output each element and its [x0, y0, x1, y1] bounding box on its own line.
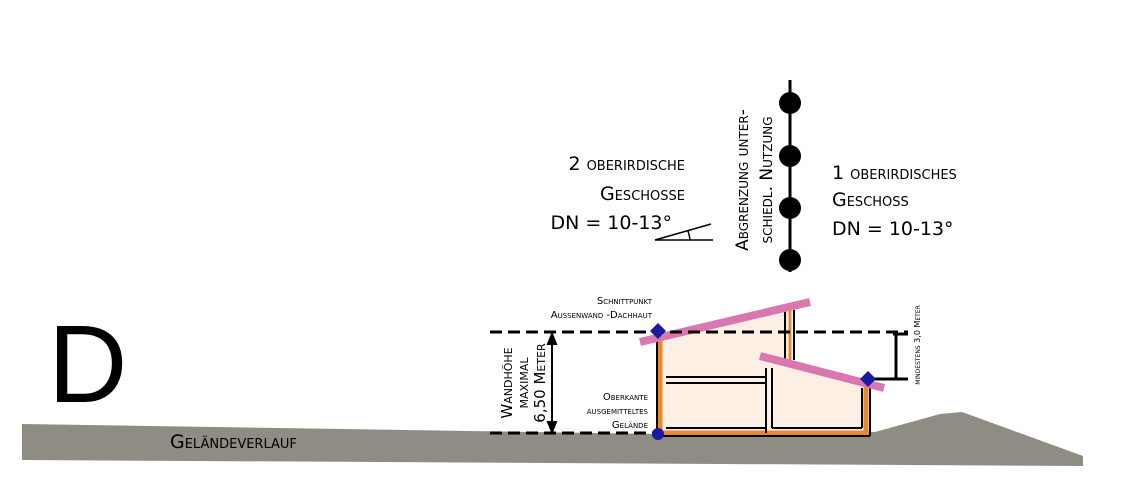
intersection-label-1: Schnittpunkt: [597, 296, 653, 307]
markers: [650, 323, 876, 440]
terrain-label: Geländeverlauf: [170, 431, 297, 453]
wall-height-label-2: maximal: [514, 357, 532, 409]
ground-marker: [652, 428, 664, 440]
wall-height-dimension: [546, 331, 558, 435]
lower-roof: [759, 352, 885, 392]
min-height-bracket: [893, 332, 908, 379]
left-zone-line2: Geschosse: [600, 183, 685, 205]
boundary-label-2: schiedl. Nutzung: [757, 117, 777, 244]
usage-boundary-line: [779, 80, 801, 272]
left-zone-line1: 2 oberirdische: [568, 153, 685, 175]
min-height-label: mindestens 3,0 Meter: [913, 305, 922, 385]
wall-height-label-1: Wandhöhe: [498, 347, 516, 418]
left-zone-pitch: DN = 10-13°: [550, 212, 672, 234]
right-zone-pitch: DN = 10-13°: [832, 218, 954, 240]
section-letter: D: [48, 303, 127, 426]
boundary-label-1: Abgrenzung unter-: [733, 109, 753, 251]
right-zone-line2: Geschoss: [832, 189, 909, 211]
right-zone-line1: 1 oberirdisches: [832, 162, 957, 184]
intersection-label-2: Außenwand -Dachhaut: [551, 310, 653, 321]
intersection-marker: [650, 323, 666, 339]
upper-roof: [639, 298, 811, 346]
ground-ref-label-3: Gelände: [612, 420, 648, 431]
lower-intersection-marker: [860, 371, 876, 387]
terrain: [22, 412, 1083, 466]
pitch-angle-icon: [654, 223, 713, 241]
wall-height-label-3: 6,50 Meter: [531, 343, 549, 423]
ground-ref-label-1: Oberkante: [603, 392, 648, 403]
ground-ref-label-2: ausgemitteltes: [587, 406, 649, 417]
building: [639, 298, 885, 437]
